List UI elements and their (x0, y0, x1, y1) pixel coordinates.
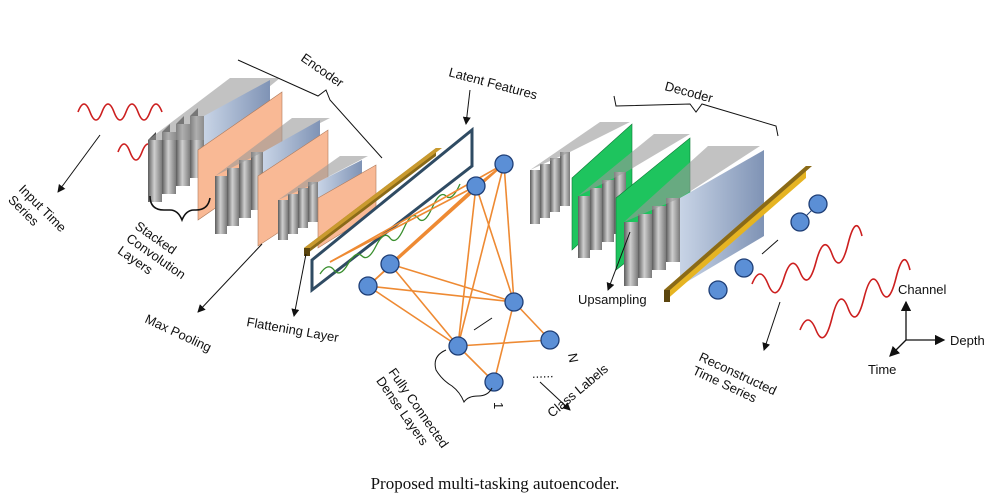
class-labels-label: Class Labels (544, 361, 611, 421)
dense-node (494, 154, 514, 174)
fully-connected-brace (434, 349, 493, 404)
upsampling-arrow (606, 231, 631, 291)
output-node (708, 280, 728, 300)
upsampling-label: Upsampling (578, 292, 647, 307)
dense-node (540, 330, 560, 350)
reconstructed-label: Reconstructed Time Series (690, 349, 782, 413)
node-n-label: N (565, 352, 581, 364)
dense-node (380, 254, 400, 274)
dense-node (466, 176, 486, 196)
class-labels-arrow (539, 381, 571, 411)
reconstructed-wave-1 (751, 225, 863, 294)
axes-glyph (889, 300, 946, 357)
output-node (808, 194, 828, 214)
figure-caption: Proposed multi-tasking autoencoder. (371, 474, 620, 493)
encoder-label: Encoder (298, 50, 347, 90)
dense-node (358, 276, 378, 296)
axis-channel-label: Channel (898, 282, 947, 297)
dense-dash (473, 317, 493, 331)
flattening-arrow (291, 253, 307, 317)
dense-node (504, 292, 524, 312)
reconstructed-wave-2 (799, 259, 911, 339)
class-dots: ...... (532, 365, 554, 381)
stacked-conv-brace (149, 195, 211, 223)
fully-connected-label: Fully Connected Dense Layers (373, 365, 454, 462)
output-dash (761, 239, 779, 255)
decoder-conv-stack-1 (530, 122, 630, 224)
flattening-label: Flattening Layer (245, 314, 340, 345)
input-label: Input Time Series (5, 182, 72, 249)
decoder-brace (613, 95, 779, 137)
dense-node (484, 372, 504, 392)
dense-node (448, 336, 468, 356)
output-node (734, 258, 754, 278)
decoder-label: Decoder (663, 78, 715, 105)
output-node (790, 212, 810, 232)
latent-features-label: Latent Features (447, 64, 539, 102)
stacked-conv-label: Stacked Convolution Layers (115, 218, 200, 296)
axis-depth-label: Depth (950, 333, 985, 348)
node-one-label: 1 (491, 402, 506, 409)
max-pooling-label: Max Pooling (143, 311, 214, 355)
axis-time-label: Time (868, 362, 896, 377)
decoder-conv-stack-3 (624, 146, 764, 286)
latent-features-arrow (462, 89, 471, 125)
reconstructed-arrow (762, 301, 781, 351)
encoder-brace (237, 59, 383, 159)
input-wave-1 (77, 103, 163, 121)
max-pooling-arrow (197, 243, 263, 313)
decoder-output-bar (664, 166, 812, 302)
input-arrow (57, 134, 101, 193)
latent-features-wave (319, 183, 461, 275)
